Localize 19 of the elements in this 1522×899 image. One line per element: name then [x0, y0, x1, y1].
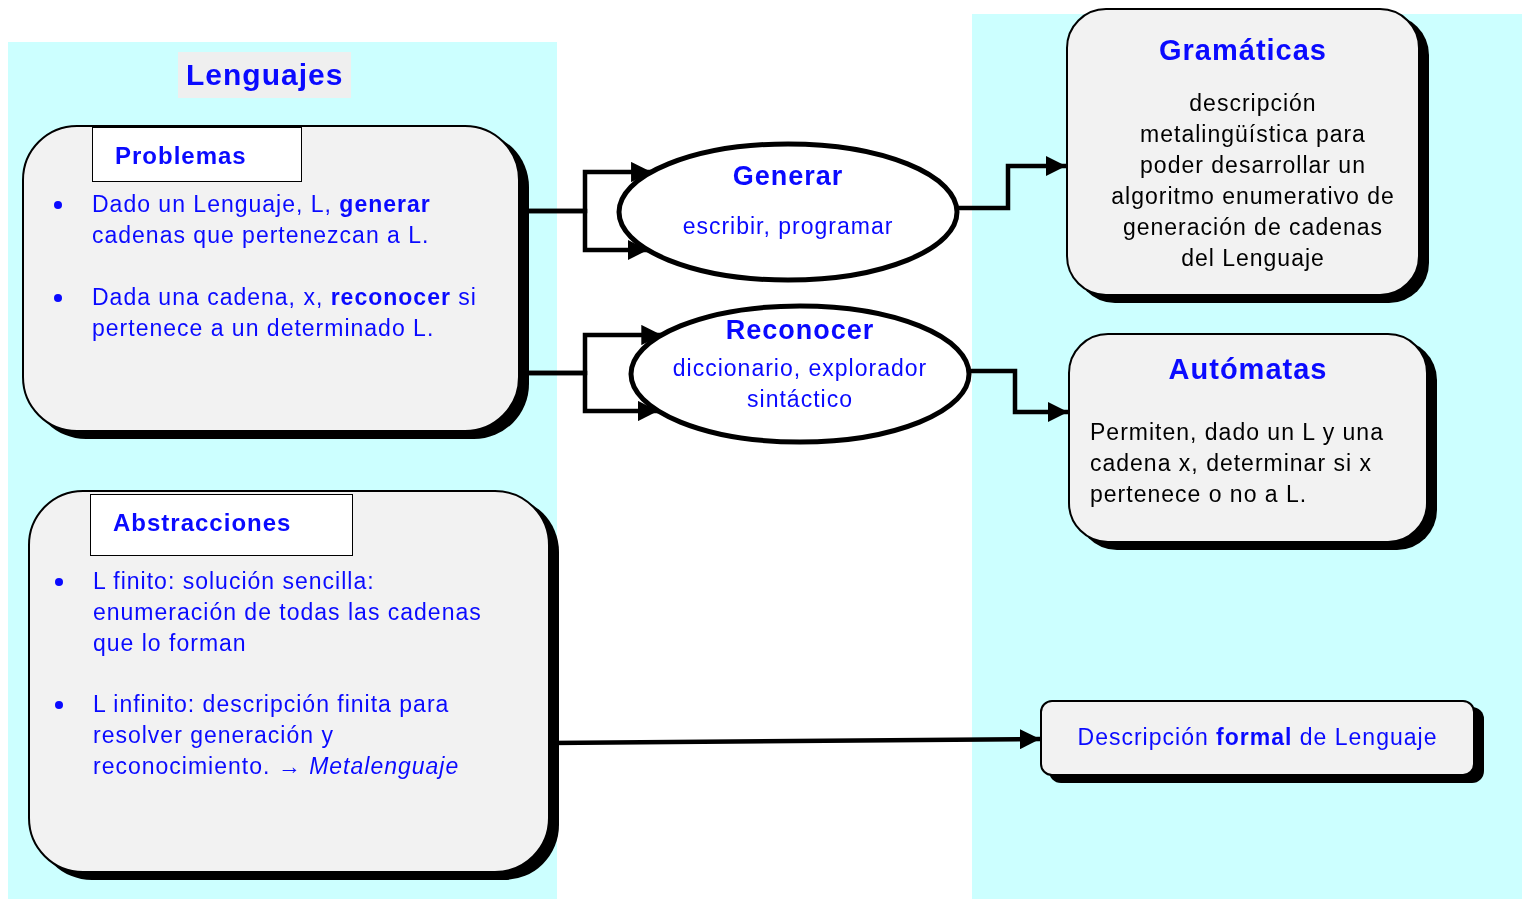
ellipse-node — [616, 141, 960, 283]
ellipse-text: diccionario, explorador sintáctico — [671, 354, 929, 414]
bullet-text: Dado un Lenguaje, L, generar cadenas que pertenezcan a L. — [92, 190, 432, 250]
bullet-text: L infinito: descripción finita para resolver generación y reconocimiento. → Metalenguaje — [93, 690, 461, 781]
panel-heading: Lenguajes — [178, 52, 352, 98]
ellipse-heading: Reconocer — [724, 314, 876, 347]
card-text: Permiten, dado un L y una cadena x, determinar si x pertenece o no a L. — [1090, 418, 1385, 509]
card-heading: Gramáticas — [1158, 33, 1328, 68]
card-text: descripción metalingüística para poder desarrollar un algoritmo enumerativo de generación de cadenas del Lenguaje — [1110, 89, 1396, 273]
ellipse-heading: Generar — [731, 160, 845, 193]
bullet-text: Dada una cadena, x, reconocer si pertenece a un determinado L. — [92, 283, 478, 343]
section-heading: Abstracciones — [90, 494, 353, 556]
group-panel — [8, 42, 557, 899]
section-heading: Problemas — [92, 127, 302, 182]
bullet-text: L finito: solución sencilla: enumeración de todas las cadenas que lo forman — [93, 567, 483, 658]
card-heading: Autómatas — [1167, 352, 1329, 387]
card-text: Descripción formal de Lenguaje — [1076, 723, 1439, 752]
ellipse-node — [628, 303, 972, 445]
ellipse-text: escribir, programar — [681, 212, 895, 241]
